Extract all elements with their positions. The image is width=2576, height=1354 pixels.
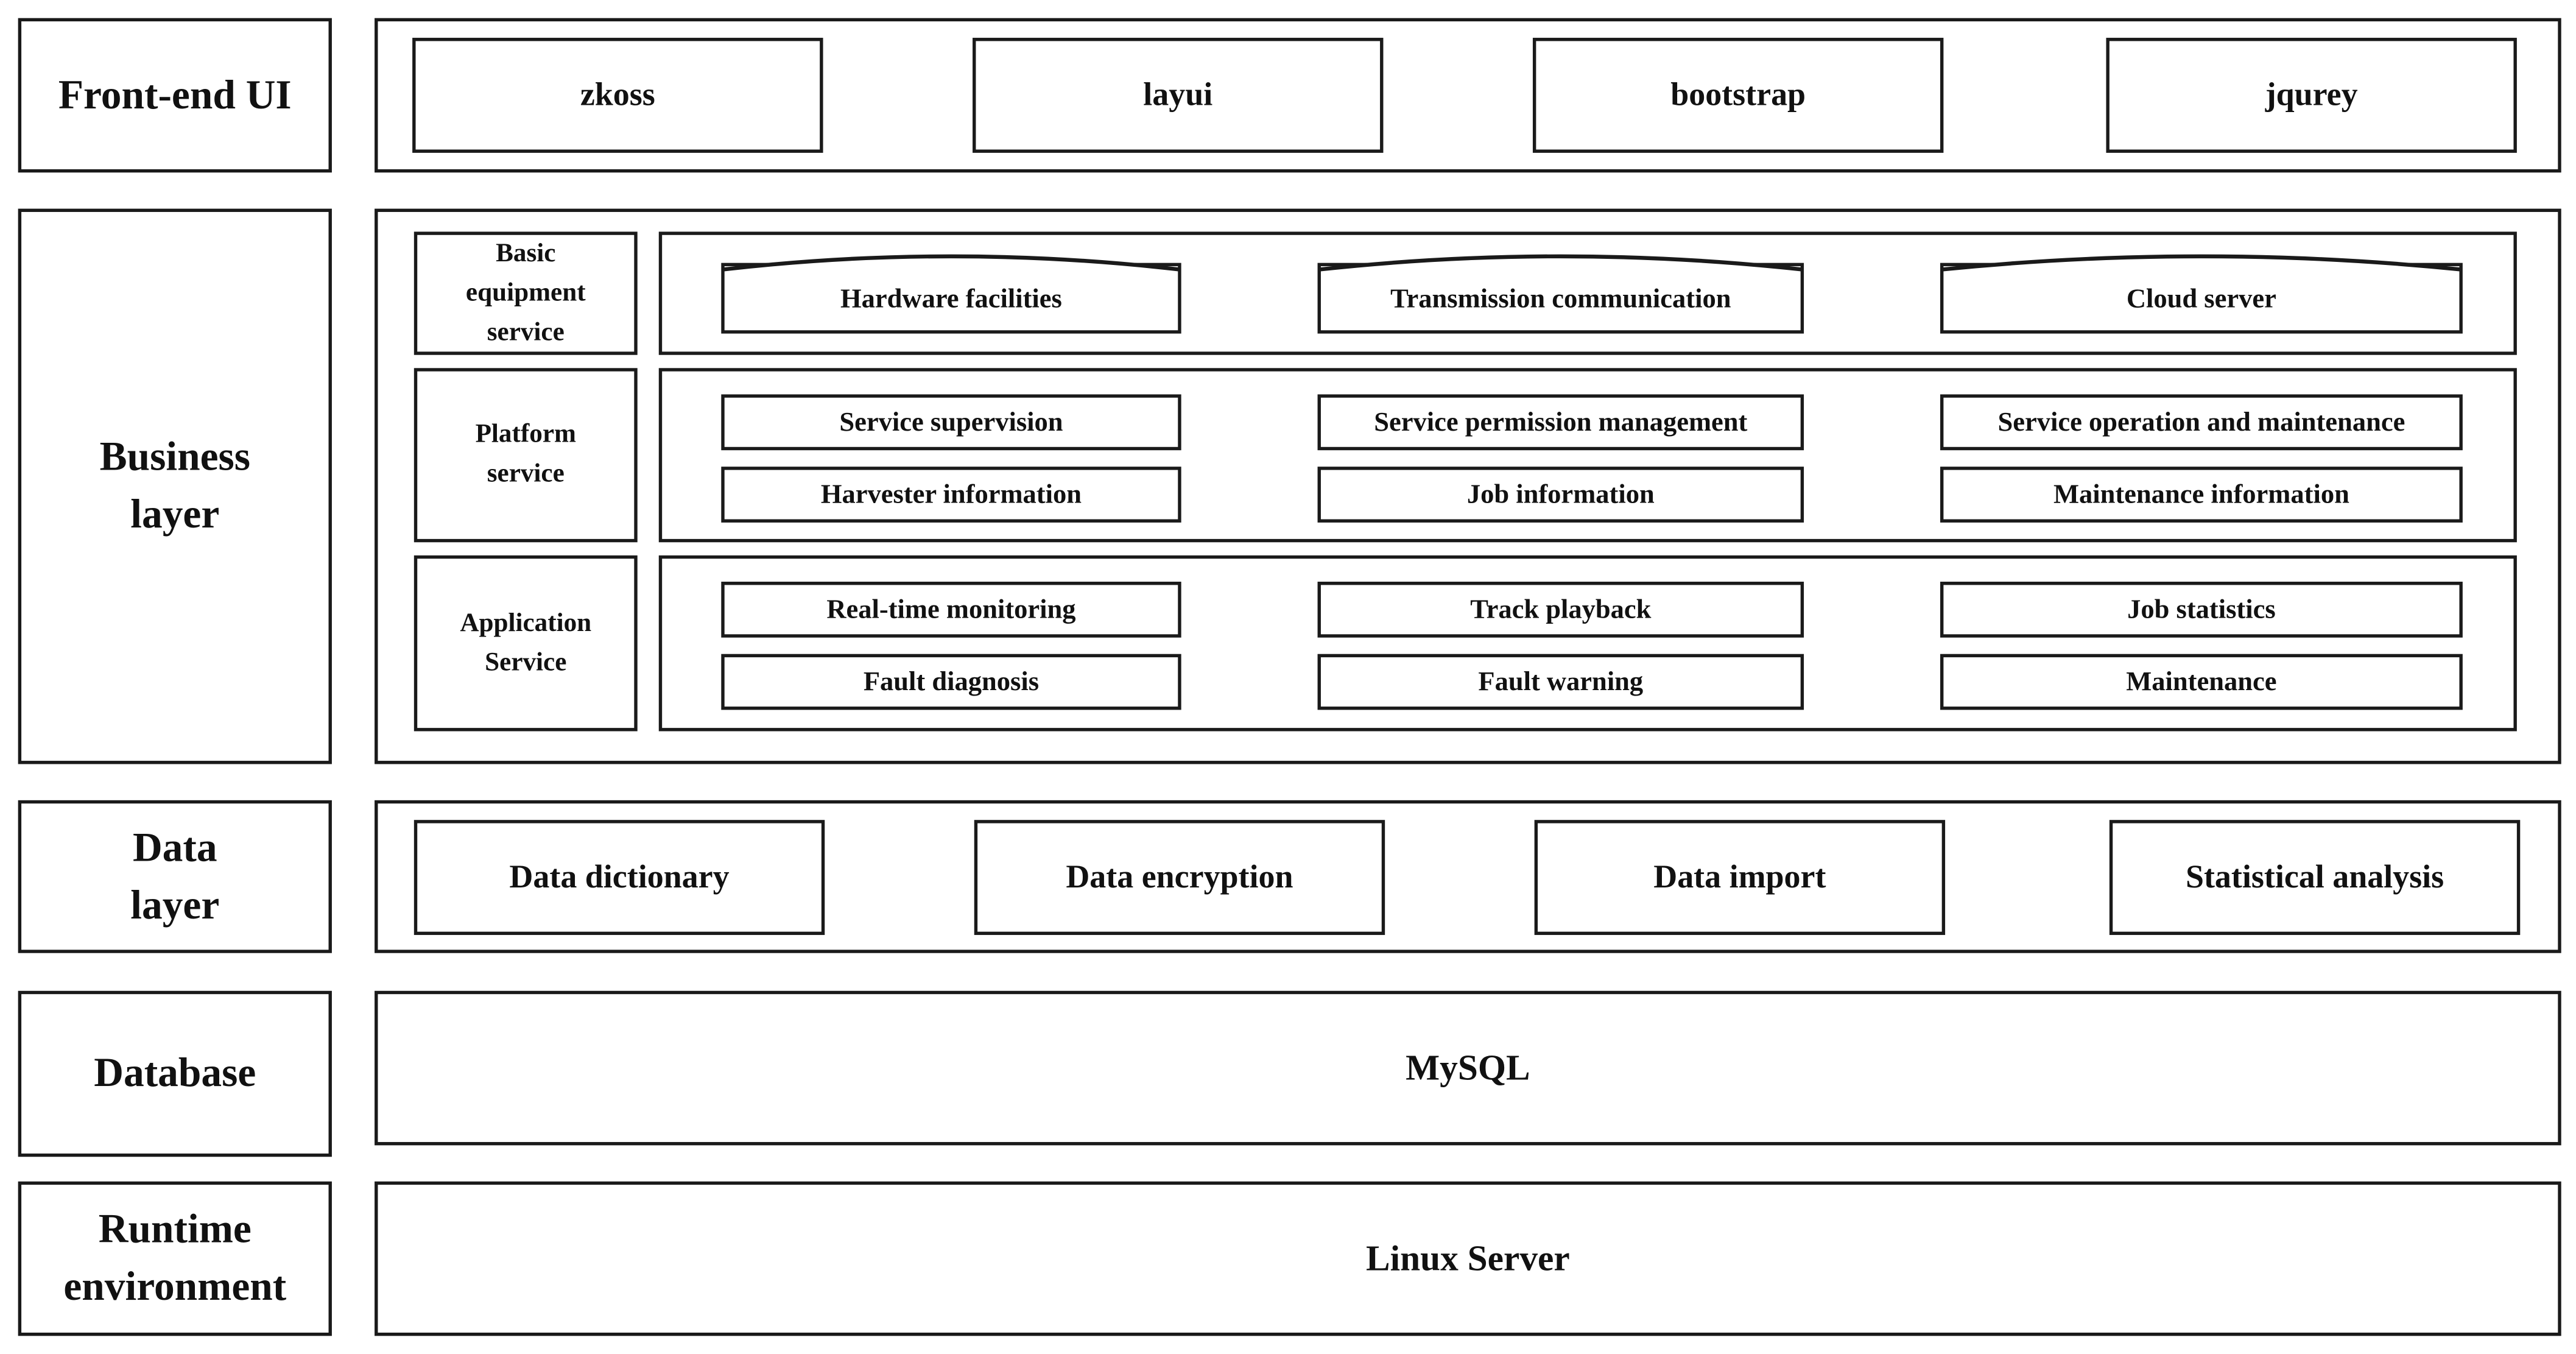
- linux-server-label: Linux Server: [1366, 1237, 1570, 1278]
- service-supervision-label: Service supervision: [839, 406, 1063, 437]
- frontend-item-label: zkoss: [580, 76, 655, 113]
- service-supervision-item: Service supervision: [721, 394, 1181, 451]
- frontend-layer-label: Front-end UI: [18, 18, 332, 173]
- runtime-layer-label-line2: environment: [63, 1265, 287, 1310]
- cloud-server-label: Cloud server: [2126, 281, 2276, 313]
- frontend-item-layui: layui: [973, 38, 1384, 153]
- fault-warning-label: Fault warning: [1478, 665, 1644, 697]
- frontend-item-jqurey: jqurey: [2106, 38, 2517, 153]
- transmission-communication-item: Transmission communication: [1317, 254, 1804, 334]
- business-layer-label-line2: layer: [130, 493, 220, 538]
- frontend-item-label: bootstrap: [1670, 76, 1806, 113]
- hardware-facilities-item: Hardware facilities: [721, 254, 1181, 334]
- application-service-label: Application Service: [413, 555, 638, 732]
- data-layer-label-line1: Data: [132, 825, 217, 870]
- harvester-information-label: Harvester information: [820, 478, 1082, 510]
- database-layer-label-text: Database: [94, 1051, 256, 1096]
- maintenance-label: Maintenance: [2126, 665, 2277, 697]
- service-permission-management-item: Service permission management: [1317, 394, 1804, 451]
- runtime-panel-linux-server: Linux Server: [375, 1181, 2561, 1336]
- maintenance-information-item: Maintenance information: [1940, 467, 2463, 523]
- application-label-line1: Application: [460, 608, 592, 637]
- job-statistics-label: Job statistics: [2127, 593, 2276, 625]
- data-layer-label: Data layer: [18, 800, 332, 953]
- tab-top-curve: [1318, 254, 1802, 272]
- platform-label-line1: Platform: [475, 420, 576, 449]
- basic-equipment-service-label: Basic equipment service: [413, 231, 638, 355]
- platform-service-label: Platform service: [413, 368, 638, 543]
- track-playback-label: Track playback: [1470, 593, 1652, 625]
- data-import-label: Data import: [1653, 858, 1826, 895]
- data-encryption-label: Data encryption: [1066, 858, 1293, 895]
- business-layer-label: Business layer: [18, 208, 332, 764]
- service-permission-management-label: Service permission management: [1374, 406, 1748, 437]
- frontend-item-label: layui: [1143, 76, 1213, 113]
- transmission-communication-label: Transmission communication: [1390, 281, 1731, 313]
- business-layer-label-line1: Business: [99, 435, 251, 480]
- database-layer-label: Database: [18, 990, 332, 1157]
- hardware-facilities-label: Hardware facilities: [840, 281, 1062, 313]
- maintenance-information-label: Maintenance information: [2053, 478, 2349, 510]
- runtime-layer-label-line1: Runtime: [98, 1207, 252, 1252]
- application-label-line2: Service: [485, 648, 567, 677]
- service-operation-maintenance-label: Service operation and maintenance: [1997, 406, 2405, 437]
- job-statistics-item: Job statistics: [1940, 582, 2463, 638]
- fault-diagnosis-item: Fault diagnosis: [721, 654, 1181, 710]
- frontend-layer-label-text: Front-end UI: [58, 73, 292, 118]
- cloud-server-item: Cloud server: [1940, 254, 2463, 334]
- frontend-item-label: jqurey: [2265, 76, 2358, 113]
- mysql-label: MySQL: [1406, 1046, 1530, 1088]
- fault-warning-item: Fault warning: [1317, 654, 1804, 710]
- statistical-analysis-label: Statistical analysis: [2185, 858, 2444, 895]
- data-dictionary-label: Data dictionary: [509, 858, 730, 895]
- frontend-item-zkoss: zkoss: [412, 38, 823, 153]
- fault-diagnosis-label: Fault diagnosis: [863, 665, 1040, 697]
- frontend-item-bootstrap: bootstrap: [1532, 38, 1944, 153]
- data-layer-label-line2: layer: [130, 883, 220, 928]
- job-information-item: Job information: [1317, 467, 1804, 523]
- maintenance-item: Maintenance: [1940, 654, 2463, 710]
- basic-label-line1: Basic: [496, 239, 556, 267]
- harvester-information-item: Harvester information: [721, 467, 1181, 523]
- track-playback-item: Track playback: [1317, 582, 1804, 638]
- database-panel-mysql: MySQL: [375, 990, 2561, 1146]
- data-dictionary-item: Data dictionary: [413, 820, 825, 936]
- data-import-item: Data import: [1534, 820, 1946, 936]
- basic-label-line2: equipment: [465, 278, 586, 307]
- real-time-monitoring-label: Real-time monitoring: [826, 593, 1076, 625]
- tab-top-curve: [1941, 254, 2460, 272]
- service-operation-maintenance-item: Service operation and maintenance: [1940, 394, 2463, 451]
- data-encryption-item: Data encryption: [974, 820, 1385, 936]
- basic-label-line3: service: [487, 318, 565, 346]
- job-information-label: Job information: [1466, 478, 1655, 510]
- statistical-analysis-item: Statistical analysis: [2109, 820, 2521, 936]
- runtime-layer-label: Runtime environment: [18, 1181, 332, 1336]
- platform-label-line2: service: [487, 460, 565, 488]
- real-time-monitoring-item: Real-time monitoring: [721, 582, 1181, 638]
- tab-top-curve: [722, 254, 1179, 272]
